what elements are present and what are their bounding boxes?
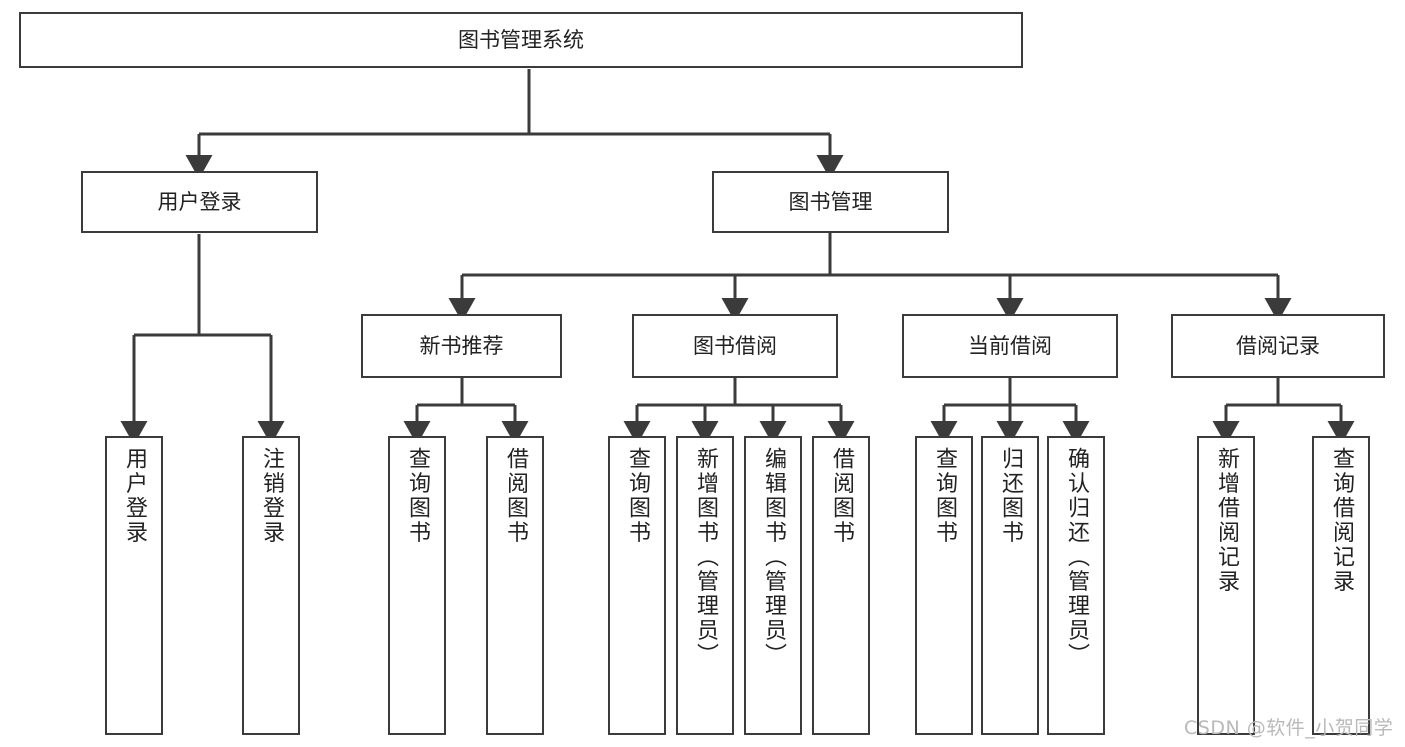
node-label: 查询图书 bbox=[625, 447, 650, 545]
node-label: 新书推荐 bbox=[419, 333, 504, 358]
node-label: 归还图书 bbox=[998, 447, 1023, 545]
node-label: 用户登录 bbox=[157, 189, 242, 214]
node-borrow-record[interactable]: 借阅记录 bbox=[1171, 314, 1385, 378]
node-new-book-recommend[interactable]: 新书推荐 bbox=[361, 314, 562, 378]
leaf-book-borrow-add[interactable]: 新增图书（管理员） bbox=[676, 436, 734, 735]
node-user-login[interactable]: 用户登录 bbox=[81, 171, 318, 233]
node-label: 新增借阅记录 bbox=[1214, 447, 1239, 594]
csdn-watermark: CSDN @软件_小贺同学 bbox=[1184, 717, 1394, 739]
node-label: 注销登录 bbox=[259, 447, 284, 545]
node-label: 借阅图书 bbox=[503, 447, 528, 545]
node-label: 查询图书 bbox=[932, 447, 957, 545]
leaf-new-book-borrow[interactable]: 借阅图书 bbox=[486, 436, 544, 735]
leaf-current-borrow-query[interactable]: 查询图书 bbox=[915, 436, 973, 735]
leaf-current-borrow-confirm-return[interactable]: 确认归还（管理员） bbox=[1047, 436, 1105, 735]
leaf-book-borrow-query[interactable]: 查询图书 bbox=[608, 436, 666, 735]
node-label: 确认归还（管理员） bbox=[1064, 447, 1089, 668]
leaf-borrow-record-query[interactable]: 查询借阅记录 bbox=[1312, 436, 1370, 735]
node-label: 图书管理系统 bbox=[458, 27, 584, 52]
node-current-borrow[interactable]: 当前借阅 bbox=[902, 314, 1118, 378]
node-book-management[interactable]: 图书管理 bbox=[712, 171, 949, 233]
node-label: 图书借阅 bbox=[693, 333, 777, 358]
leaf-user-login-logout[interactable]: 注销登录 bbox=[242, 436, 300, 735]
node-book-borrow[interactable]: 图书借阅 bbox=[632, 314, 838, 378]
node-root-system[interactable]: 图书管理系统 bbox=[19, 12, 1023, 68]
node-label: 用户登录 bbox=[122, 447, 147, 545]
leaf-book-borrow-borrow[interactable]: 借阅图书 bbox=[812, 436, 870, 735]
node-label: 借阅图书 bbox=[829, 447, 854, 545]
node-label: 图书管理 bbox=[788, 189, 873, 214]
node-label: 借阅记录 bbox=[1236, 333, 1320, 358]
leaf-current-borrow-return[interactable]: 归还图书 bbox=[981, 436, 1039, 735]
leaf-user-login-login[interactable]: 用户登录 bbox=[105, 436, 163, 735]
leaf-book-borrow-edit[interactable]: 编辑图书（管理员） bbox=[744, 436, 802, 735]
leaf-borrow-record-add[interactable]: 新增借阅记录 bbox=[1197, 436, 1255, 735]
node-label: 查询借阅记录 bbox=[1329, 447, 1354, 594]
node-label: 新增图书（管理员） bbox=[693, 447, 718, 668]
leaf-new-book-query[interactable]: 查询图书 bbox=[388, 436, 446, 735]
node-label: 查询图书 bbox=[405, 447, 430, 545]
node-label: 编辑图书（管理员） bbox=[761, 447, 786, 668]
node-label: 当前借阅 bbox=[968, 333, 1052, 358]
